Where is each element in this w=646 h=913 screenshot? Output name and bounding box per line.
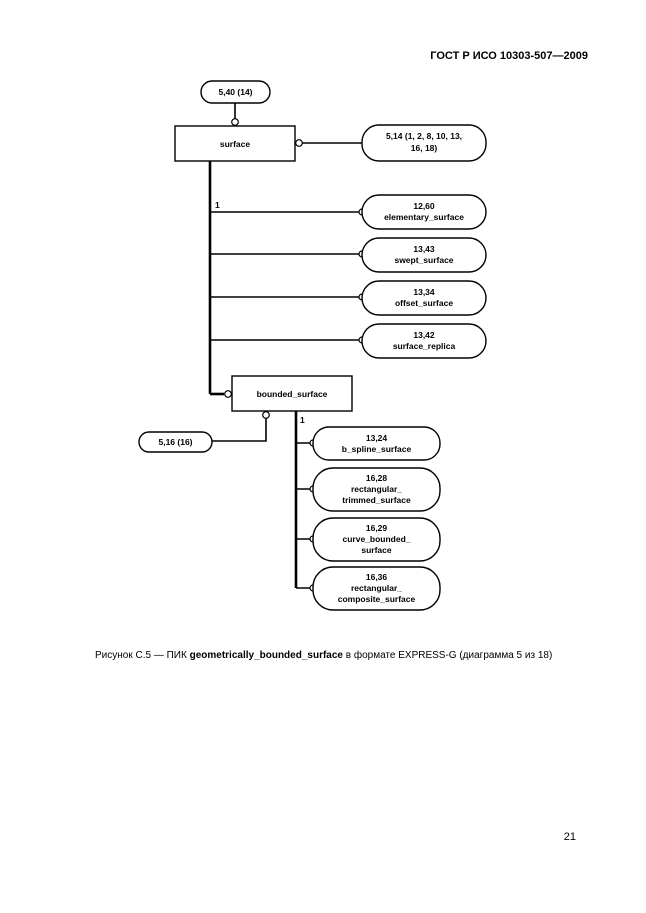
connector-circle	[231, 118, 239, 126]
cardinality-one: 1	[215, 200, 220, 210]
ref-surface-right-line2: 16, 18)	[411, 143, 438, 153]
ref-bounded-left	[138, 431, 213, 453]
subtype-label: swept_surface	[394, 255, 453, 265]
subtype-label: 13,34	[413, 287, 435, 297]
subtype-label: rectangular_	[351, 484, 402, 494]
document-header: ГОСТ Р ИСО 10303-507—2009	[430, 50, 588, 62]
ref-top-label: 5,40 (14)	[218, 87, 252, 97]
subtype-label: 13,42	[413, 330, 435, 340]
subtype-elementary-surface	[361, 194, 487, 230]
subtype-label: trimmed_surface	[342, 495, 411, 505]
connector-circle	[262, 411, 270, 419]
entity-surface	[174, 125, 296, 162]
entity-bounded-surface	[231, 375, 353, 412]
caption-suffix: в формате EXPRESS-G (диаграмма 5 из 18)	[342, 650, 553, 661]
ref-bounded-left-label: 5,16 (16)	[158, 437, 192, 447]
subtype-label: offset_surface	[395, 298, 453, 308]
subtype-label: surface_replica	[393, 341, 456, 351]
caption-entity-name: geometrically_bounded_surface	[189, 650, 343, 661]
entity-surface-label: surface	[220, 139, 251, 149]
caption-prefix: Рисунок С.5 — ПИК	[95, 650, 190, 661]
ref-surface-right	[361, 124, 487, 162]
subtype-swept-surface	[361, 237, 487, 273]
subtype-label: 13,43	[413, 244, 435, 254]
subtype-surface-replica	[361, 323, 487, 359]
subtype-label: b_spline_surface	[342, 444, 412, 454]
connector-circle	[295, 139, 303, 147]
subtype-offset-surface	[361, 280, 487, 316]
subtype-label: curve_bounded_	[342, 534, 410, 544]
connector-circle	[224, 390, 232, 398]
subtype-label: 12,60	[413, 201, 435, 211]
subtype-curve-bounded-surface	[312, 517, 441, 562]
subtype-label: 13,24	[366, 433, 388, 443]
subtype-label: 16,36	[366, 572, 388, 582]
subtype-label: surface	[361, 545, 392, 555]
subtype-label: 16,28	[366, 473, 388, 483]
ref-surface-right-line1: 5,14 (1, 2, 8, 10, 13,	[386, 131, 462, 141]
subtype-label: composite_surface	[338, 594, 416, 604]
subtype-b-spline-surface	[312, 426, 441, 461]
subtype-label: rectangular_	[351, 583, 402, 593]
cardinality-one: 1	[300, 415, 305, 425]
entity-bounded-surface-label: bounded_surface	[257, 389, 328, 399]
subtype-rectangular-composite-surface	[312, 566, 441, 611]
subtype-rectangular-trimmed-surface	[312, 467, 441, 512]
figure-caption: Рисунок С.5 — ПИК geometrically_bounded_…	[95, 650, 552, 661]
subtype-label: 16,29	[366, 523, 388, 533]
subtype-label: elementary_surface	[384, 212, 464, 222]
page-number: 21	[563, 831, 576, 843]
